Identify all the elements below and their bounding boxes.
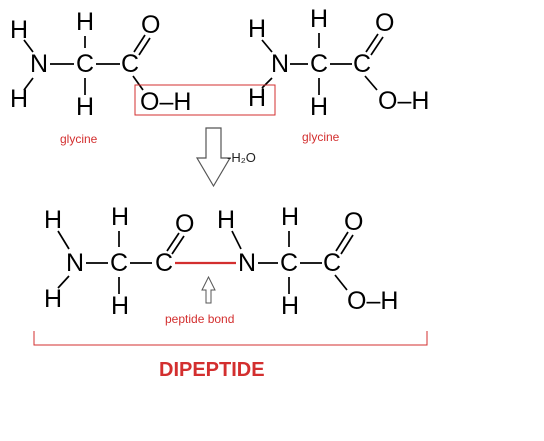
dp-carboxyl-c-2: C — [323, 249, 341, 277]
dipeptide-structure: H H N C H H C O N H C H H C O O–H — [44, 203, 398, 320]
dp-amine-n: N — [66, 249, 84, 277]
g1-amine-h-top: H — [10, 16, 28, 44]
g1-bond-h-n-bottom — [23, 77, 34, 91]
g2-amine-n: N — [271, 50, 289, 78]
g2-alpha-h-top: H — [310, 5, 328, 33]
g2-double-bond-1 — [365, 33, 379, 53]
dp-alpha-h-bottom-1: H — [111, 292, 129, 320]
up-arrow-icon — [201, 275, 216, 304]
g2-amine-h-top: H — [248, 15, 266, 43]
g1-hydroxyl: O–H — [140, 88, 191, 116]
g2-hydroxyl: O–H — [378, 87, 429, 115]
dp-double-bond-1a — [166, 232, 180, 252]
dp-alpha-h-top-1: H — [111, 203, 129, 231]
water-byproduct-label: -H₂O — [227, 150, 256, 165]
glycine-1-structure: H H N C H H C O O–H — [10, 8, 191, 121]
dp-hydroxyl: O–H — [347, 287, 398, 315]
dp-alpha-h-bottom-2: H — [281, 292, 299, 320]
dp-double-bond-1b — [171, 235, 185, 255]
g2-bond-h-n-top — [261, 39, 273, 53]
g1-alpha-h-top: H — [76, 8, 94, 36]
g1-amine-h-bottom: H — [10, 85, 28, 113]
g2-carbonyl-o: O — [375, 9, 394, 37]
g2-bond-h-n-bottom — [261, 77, 273, 89]
glycine-2-structure: H H N C H H C O O–H — [248, 5, 429, 121]
g1-carbonyl-o: O — [141, 11, 160, 39]
dp-alpha-c-1: C — [110, 249, 128, 277]
g1-bond-h-n-top — [23, 39, 34, 53]
dp-amide-h: H — [217, 206, 235, 234]
dipeptide-title: DIPEPTIDE — [159, 359, 265, 381]
dipeptide-bracket — [33, 331, 428, 346]
water-removal-highlight-box — [134, 84, 276, 116]
down-arrow-icon — [195, 127, 232, 188]
g1-alpha-c: C — [76, 50, 94, 78]
g2-alpha-c: C — [310, 50, 328, 78]
glycine-1-label: glycine — [60, 132, 98, 146]
dp-alpha-h-top-2: H — [281, 203, 299, 231]
dp-carbonyl-c-1: C — [155, 249, 173, 277]
dp-bond-c-o-2 — [334, 274, 348, 291]
g2-alpha-h-bottom: H — [310, 93, 328, 121]
dp-bond-h-n-amide — [231, 230, 242, 250]
dp-carbonyl-o-1: O — [175, 210, 194, 238]
dp-amine-h-bottom: H — [44, 285, 62, 313]
g2-carboxyl-c: C — [353, 50, 371, 78]
dp-bond-h-n-top — [57, 230, 70, 250]
g1-bond-c-o — [132, 75, 144, 91]
dp-amine-h-top: H — [44, 206, 62, 234]
dp-bond-h-n-bottom — [57, 275, 70, 289]
g1-amine-n: N — [30, 50, 48, 78]
g1-carboxyl-c: C — [121, 50, 139, 78]
dp-carbonyl-o-2: O — [344, 208, 363, 236]
g2-amine-h-leaving: H — [248, 84, 266, 112]
glycine-2-label: glycine — [302, 130, 340, 144]
peptide-bond-label: peptide bond — [165, 312, 234, 326]
g2-bond-c-o — [364, 75, 378, 91]
g1-double-bond-2 — [138, 37, 151, 56]
dp-amide-n: N — [238, 249, 256, 277]
dp-double-bond-2b — [340, 234, 354, 255]
g2-double-bond-2 — [370, 36, 384, 56]
g1-alpha-h-bottom: H — [76, 93, 94, 121]
dp-double-bond-2a — [335, 231, 349, 252]
dp-alpha-c-2: C — [280, 249, 298, 277]
g1-double-bond-1 — [133, 34, 146, 53]
